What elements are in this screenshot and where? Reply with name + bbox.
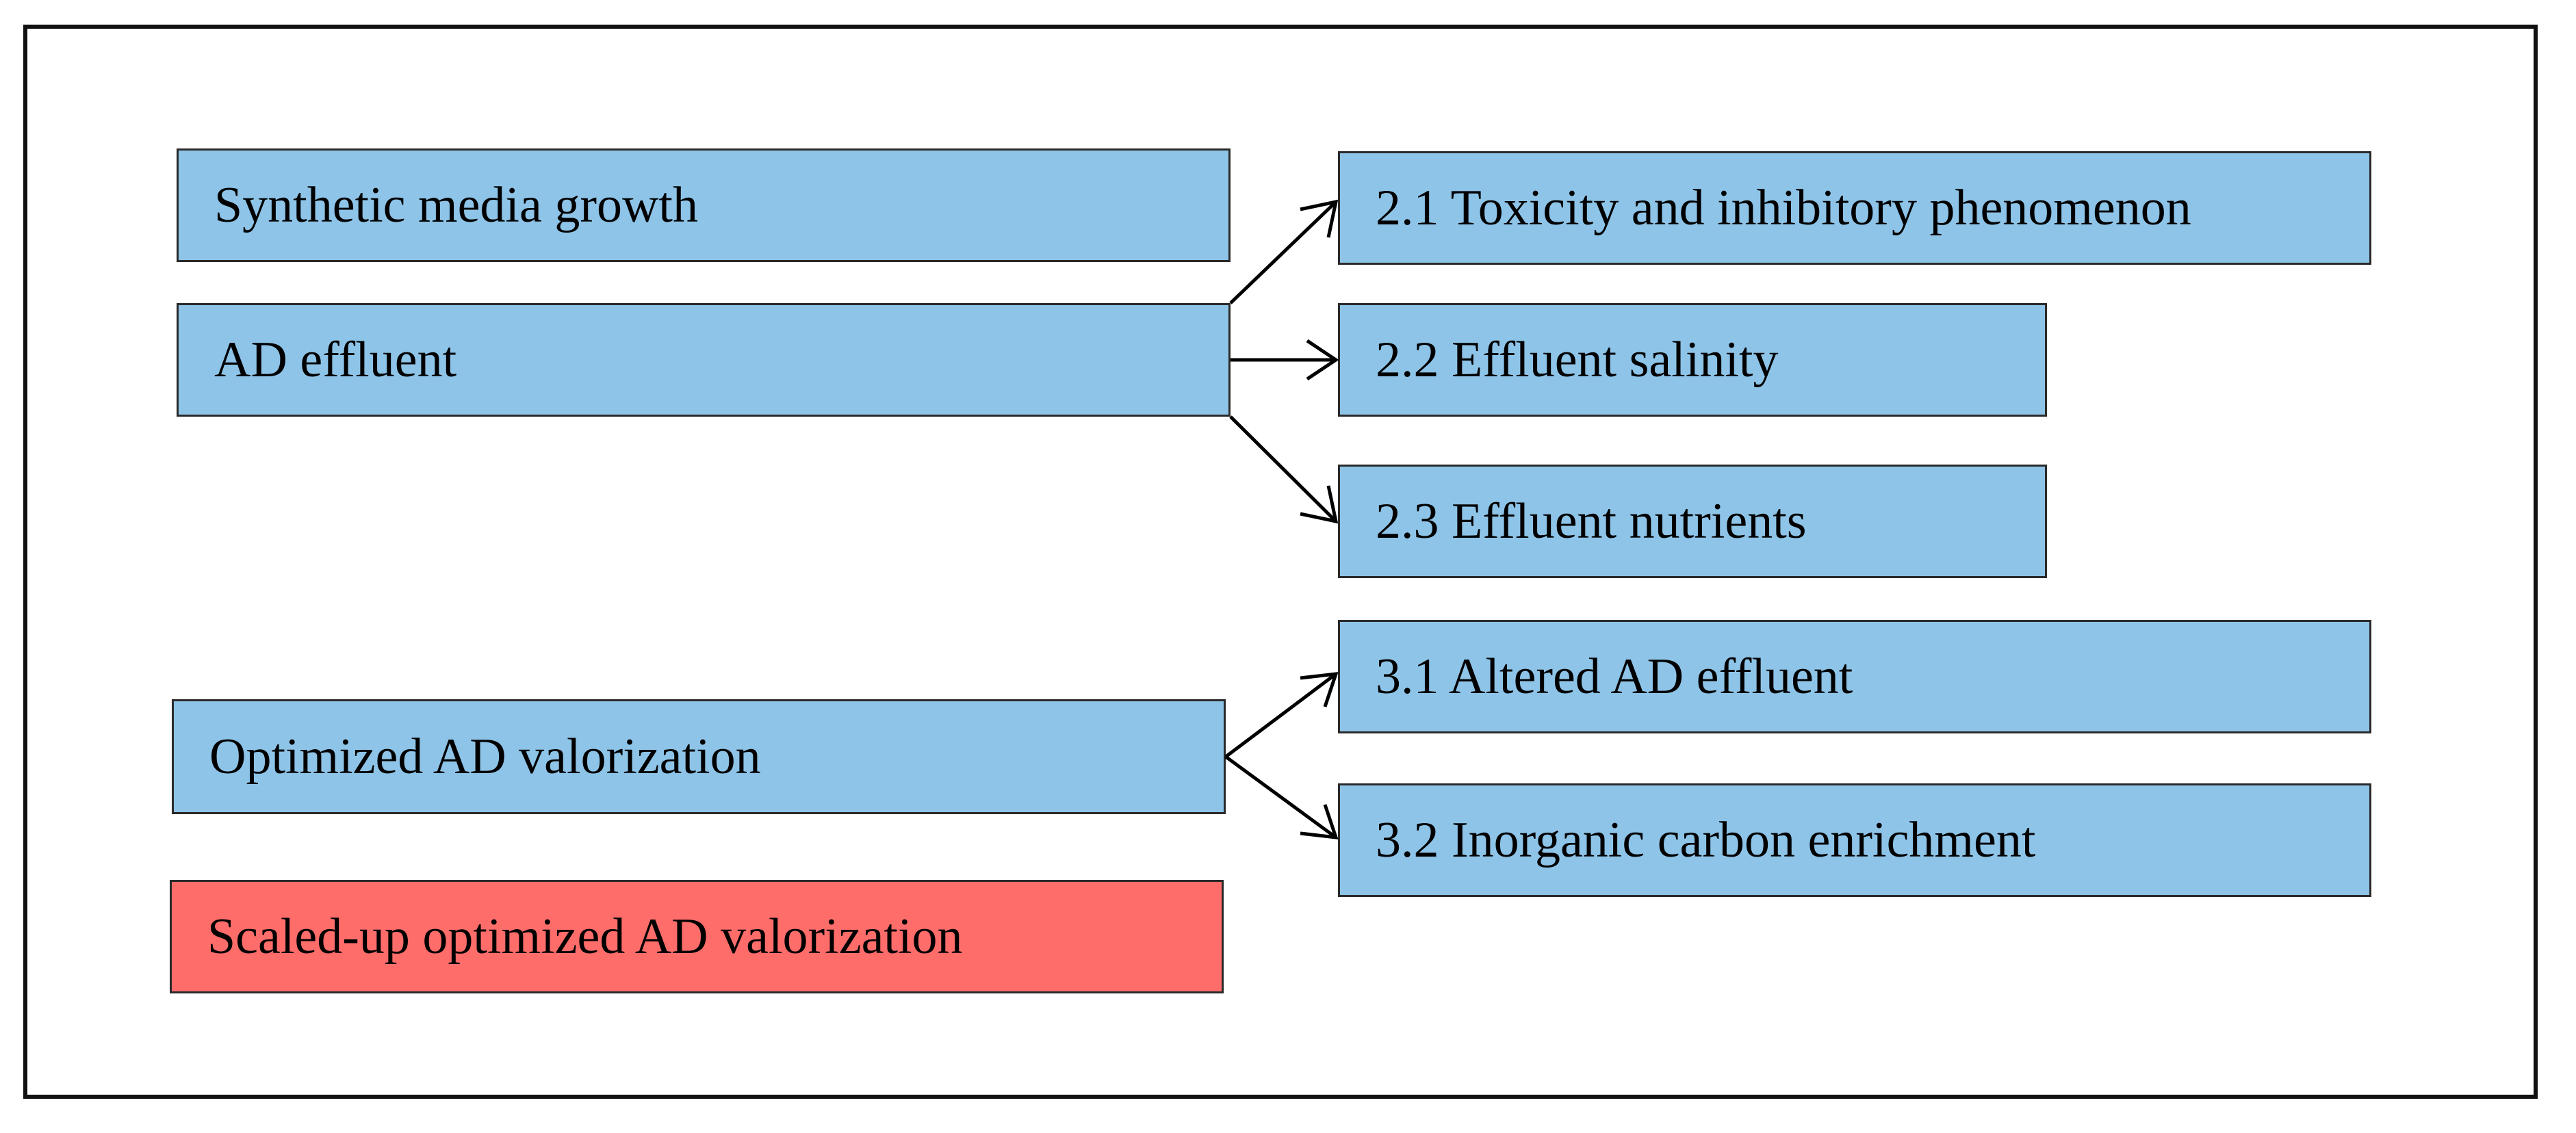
box-label: 2.3 Effluent nutrients — [1376, 493, 1807, 549]
box-label: Scaled-up optimized AD valorization — [207, 909, 963, 965]
box-label: AD effluent — [214, 332, 457, 388]
box-effluent-salinity: 2.2 Effluent salinity — [1338, 303, 2047, 417]
box-synthetic-media-growth: Synthetic media growth — [177, 148, 1231, 262]
box-inorganic-carbon-enrichment: 3.2 Inorganic carbon enrichment — [1338, 783, 2371, 897]
box-label: Synthetic media growth — [214, 177, 698, 233]
box-label: 2.2 Effluent salinity — [1376, 332, 1779, 388]
box-label: 2.1 Toxicity and inhibitory phenomenon — [1376, 180, 2191, 236]
box-effluent-nutrients: 2.3 Effluent nutrients — [1338, 465, 2047, 578]
box-label: 3.2 Inorganic carbon enrichment — [1376, 812, 2036, 868]
box-ad-effluent: AD effluent — [177, 303, 1231, 417]
box-label: Optimized AD valorization — [209, 729, 761, 785]
box-label: 3.1 Altered AD effluent — [1376, 649, 1853, 705]
box-toxicity-inhibitory: 2.1 Toxicity and inhibitory phenomenon — [1338, 151, 2371, 265]
box-scaled-up-valorization: Scaled-up optimized AD valorization — [170, 880, 1224, 993]
box-altered-ad-effluent: 3.1 Altered AD effluent — [1338, 620, 2371, 733]
box-optimized-ad-valorization: Optimized AD valorization — [172, 699, 1226, 814]
